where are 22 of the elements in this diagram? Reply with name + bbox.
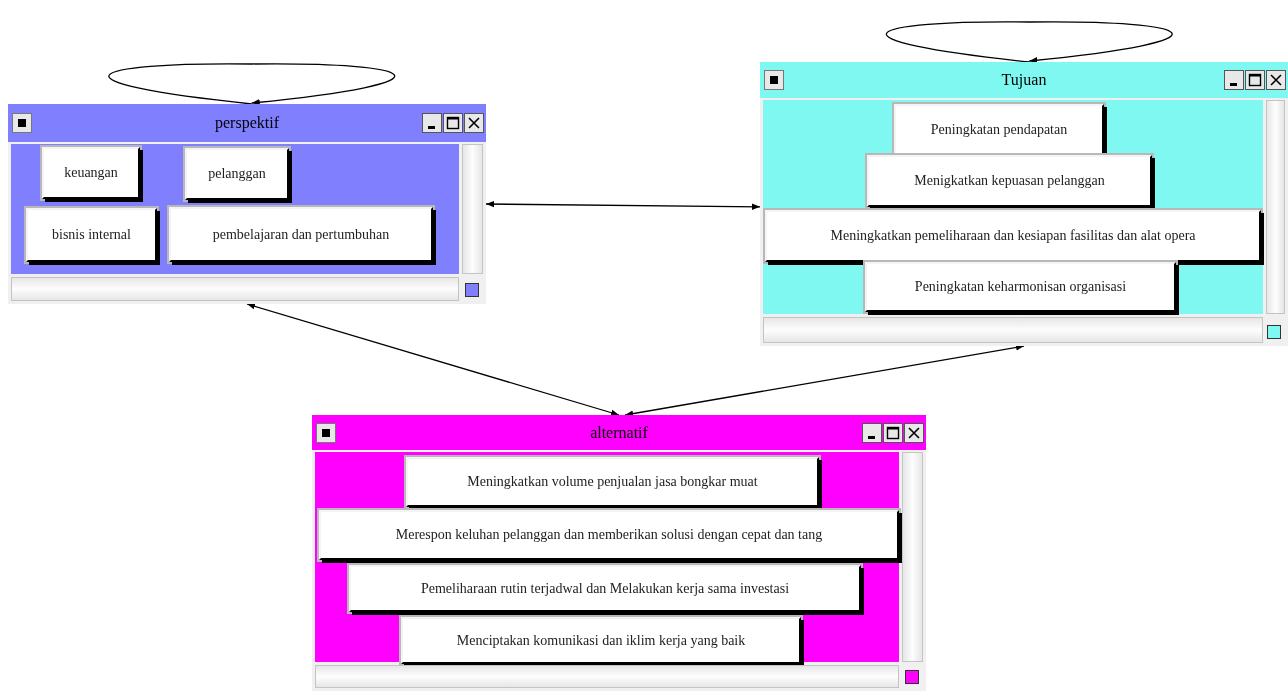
label-button: keuangan [42,147,140,199]
self-loop-arrow [108,63,395,106]
window-panel [760,62,1288,346]
window-title: alternatif [590,423,648,442]
label-button: Meningkatkan volume penjualan jasa bongkar muat [406,457,819,507]
label-button: Merespon keluhan pelanggan dan memberikan solusi dengan cepat dan tang [319,510,899,560]
label-button: Peningkatan pendapatan [894,104,1104,155]
label-button: pembelajaran dan pertumbuhan [169,207,433,262]
window-panel [312,415,926,691]
label-button: Meningkatkan pemeliharaan dan kesiapan fasilitas dan alat opera [765,210,1261,262]
self-loop-arrow [886,21,1173,64]
label-button: Pemeliharaan rutin terjadwal dan Melakukan kerja sama investasi [349,565,861,612]
arrow [624,344,1025,417]
label-button: Menigkatkan kepuasan pelanggan [867,155,1152,207]
window-title: perspektif [215,114,279,132]
window-title: Tujuan [1001,71,1047,89]
label-button: Peningkatan keharmonisan organisasi [865,262,1176,312]
label-button: bisnis internal [26,208,157,262]
window-panel [8,104,486,304]
label-button: pelanggan [185,148,289,200]
label-button: Menciptakan komunikasi dan iklim kerja yang baik [401,617,801,664]
arrow [246,303,620,416]
